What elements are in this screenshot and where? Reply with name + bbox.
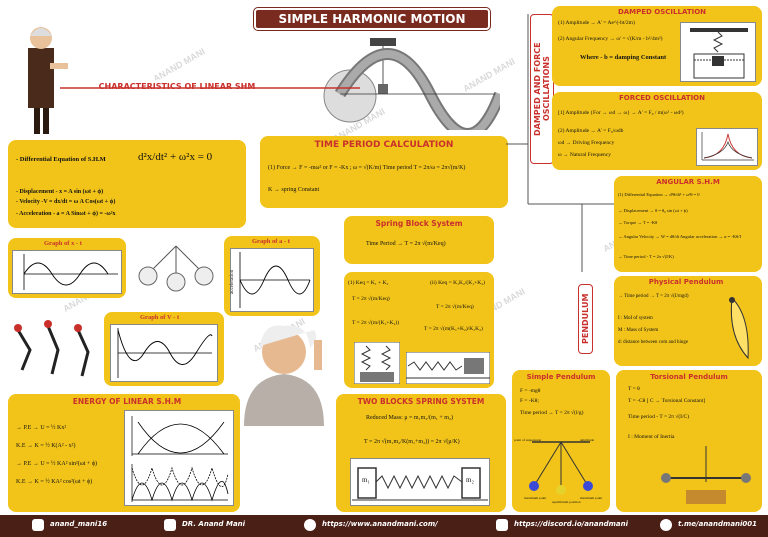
simple-pendulum-diagram	[529, 441, 593, 495]
damped-diagram	[690, 28, 748, 79]
telegram-icon[interactable]	[660, 519, 672, 531]
diff-eq-label: - Differential Equation of S.H.M	[16, 156, 106, 163]
physical-title: Physical Pendulum	[638, 278, 734, 289]
time-period-panel: TIME PERIOD CALCULATION (1) Force → F = …	[260, 136, 508, 208]
physical-pendulum-diagram	[729, 296, 749, 360]
connector-line	[60, 87, 360, 89]
youtube-icon[interactable]	[164, 519, 176, 531]
connector-lines-right	[506, 14, 614, 272]
energy-ke: K.E → K = ½ K(A² - x²)	[16, 443, 76, 449]
time-period-line1: (1) Force → F = -mω² or F = -Kx ; ω = √(…	[268, 165, 466, 171]
page-title: SIMPLE HARMONIC MOTION	[253, 7, 491, 31]
energy-pe2: → P.E → U = ½ KA² sin²(ωt + ϕ)	[16, 461, 97, 467]
simple-pendulum-panel: Simple Pendulum F = -mgθ F = -Kθ; Time p…	[512, 370, 610, 512]
two-blocks-diagram	[352, 467, 488, 501]
spring-block-title: Spring Block System	[366, 219, 472, 231]
displacement-eq: - Displacement - x = A sin (ωt + ϕ)	[16, 189, 104, 195]
scientist-illustration	[28, 27, 68, 134]
energy-panel: ENERGY OF LINEAR S.H.M → P.E → U = ½ Kx²…	[8, 394, 240, 512]
forced-diagram	[701, 132, 754, 161]
energy-ke2: K.E → K = ½ KA² cos²(ωt + ϕ)	[16, 479, 93, 485]
acceleration-eq: - Acceleration - a = A Sinωt + ϕ) = -ω²x	[16, 211, 116, 217]
diff-eq: d²x/dt² + ω²x = 0	[138, 151, 213, 163]
damped-panel: DAMPED OSCILLATION (1) Amplitude → A' = …	[552, 6, 762, 86]
characteristics-panel: - Differential Equation of S.H.M d²x/dt²…	[8, 140, 246, 228]
website-link[interactable]: https://www.anandmani.com/	[322, 520, 438, 528]
website-icon[interactable]	[304, 519, 316, 531]
telegram-link[interactable]: t.me/anandmani001	[678, 520, 758, 528]
spring-figures	[14, 320, 90, 377]
torsional-pendulum-diagram	[661, 446, 751, 504]
einstein-illustration	[244, 325, 324, 426]
energy-pe: → P.E → U = ½ Kx²	[16, 425, 67, 431]
youtube-link[interactable]: DR. Anand Mani	[182, 520, 246, 528]
simple-title: Simple Pendulum	[526, 373, 596, 384]
velocity-eq: - Velocity -V = dx/dt = ω A Cos(ωt + ϕ)	[16, 199, 116, 205]
physical-pendulum-panel: Physical Pendulum → Time period → T = 2π…	[614, 276, 762, 366]
series-springs-diagram	[406, 352, 490, 384]
instagram-link[interactable]: anand_mani16	[50, 520, 108, 528]
two-blocks-panel: TWO BLOCKS SPRING SYSTEM Reduced Mass: μ…	[336, 394, 506, 512]
forced-title: FORCED OSCILLATION	[612, 94, 712, 105]
parallel-springs-diagram	[354, 342, 400, 384]
torsional-pendulum-panel: Torsional Pendulum T = θ T = -Cθ [ C → T…	[616, 370, 762, 512]
energy-graph	[131, 416, 229, 502]
energy-title: ENERGY OF LINEAR S.H.M	[60, 397, 194, 409]
graph-xt-panel: Graph of x - t	[8, 238, 126, 298]
forced-panel: FORCED OSCILLATION [1] Amplitude {For → …	[552, 92, 762, 170]
damped-title: DAMPED OSCILLATION	[612, 8, 712, 19]
spring-block-panel: Spring Block System Time Period → T = 2π…	[344, 216, 494, 264]
xt-wave	[23, 254, 118, 290]
two-blocks-title: TWO BLOCKS SPRING SYSTEM	[344, 397, 498, 409]
spring-block-formula: Time Period → T = 2π √(m/Keq)	[366, 241, 446, 247]
discord-icon[interactable]	[496, 519, 508, 531]
reduced-mass: Reduced Mass: μ = m₁m₂/(m₁ + m₂)	[366, 415, 454, 421]
discord-link[interactable]: https://discord.io/anandmani	[514, 520, 629, 528]
graph-vt-panel: Graph of V - t	[104, 312, 224, 386]
vt-wave	[117, 328, 213, 378]
angular-title: ANGULAR S.H.M	[648, 178, 728, 189]
two-blocks-period: T = 2π √(m₁m₂/K(m₁+m₂)) = 2π √(μ/K)	[364, 439, 460, 445]
footer-bar: anand_mani16 DR. Anand Mani https://www.…	[0, 515, 768, 537]
time-period-title: TIME PERIOD CALCULATION	[284, 139, 484, 155]
angular-panel: ANGULAR S.H.M (1) Differential Equation …	[614, 176, 762, 272]
instagram-icon[interactable]	[32, 519, 44, 531]
pendulum-side-title: PENDULUM	[578, 284, 593, 354]
at-wave	[239, 252, 311, 308]
time-period-line2: K → spring Constant	[268, 187, 320, 193]
shm-wave-illustration	[323, 38, 500, 130]
oscillating-spheres	[138, 245, 214, 292]
torsional-title: Torsional Pendulum	[636, 373, 742, 384]
spring-combinations-panel: (1) Keq = K₁ + K₂ (ii) Keq = K₁K₂/(K₁+K₂…	[344, 272, 494, 388]
graph-at-panel: Graph of a - t acceleration	[224, 236, 320, 316]
